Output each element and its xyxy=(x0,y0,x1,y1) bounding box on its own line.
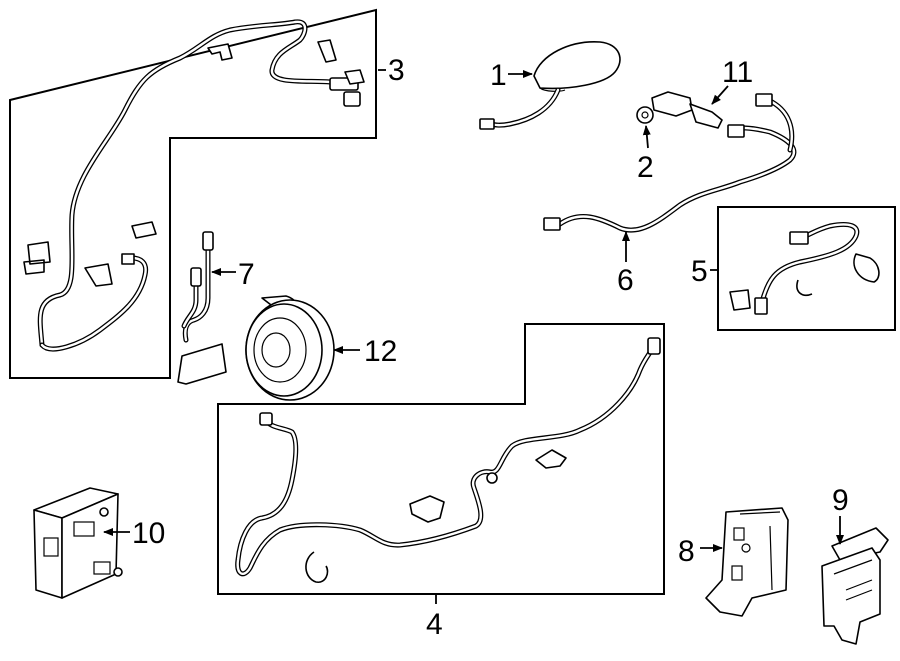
callout-8: 8 xyxy=(678,535,695,568)
part-6-connector-a xyxy=(543,217,561,231)
part-4-box xyxy=(217,323,665,595)
part-3-clip-c xyxy=(344,69,365,85)
part-2-nut-body xyxy=(636,106,654,124)
part-7-connector-a xyxy=(202,231,214,251)
callout-10: 10 xyxy=(132,517,165,550)
part-1-antenna: 1 xyxy=(479,41,621,130)
part-5-connector-a xyxy=(789,231,809,245)
callout-3: 3 xyxy=(388,54,405,87)
callout-12: 12 xyxy=(364,335,397,368)
part-3-box xyxy=(9,8,377,379)
part-4-clip-a xyxy=(409,495,445,523)
part-5-clip-a xyxy=(729,289,751,311)
part-12-speaker: 12 xyxy=(245,295,397,401)
part-8-body xyxy=(705,507,789,617)
part-3-clip-e xyxy=(84,263,113,287)
part-8-bracket-module: 8 xyxy=(678,507,789,617)
part-3-clip-g xyxy=(121,253,135,265)
part-7-cable: 7 xyxy=(177,231,255,385)
part-3-clip-d xyxy=(23,241,51,275)
part-11-module: 11 xyxy=(651,56,753,129)
part-7-bracket xyxy=(177,343,227,385)
part-1-connector xyxy=(479,118,495,130)
part-6-cable: 6 xyxy=(543,93,797,297)
part-5-clip-b xyxy=(796,279,813,296)
part-4-connector-b xyxy=(259,412,273,426)
part-6-connector-b xyxy=(727,124,745,138)
callout-9: 9 xyxy=(832,484,849,517)
callout-1: 1 xyxy=(490,59,507,92)
part-3-clip-a xyxy=(207,43,233,61)
part-1-antenna-body xyxy=(533,41,621,90)
part-2-nut: 2 xyxy=(636,106,654,184)
part-3-clip-f xyxy=(131,221,157,239)
part-9-body xyxy=(821,547,881,645)
part-5-cable-group: 5 xyxy=(691,206,896,331)
part-4-harness-group: 4 xyxy=(217,323,665,641)
part-7-connector-b xyxy=(190,267,202,287)
part-5-clip-c xyxy=(853,253,880,283)
part-9-bracket-module: 9 xyxy=(821,484,889,645)
part-4-connector-a xyxy=(647,337,661,355)
part-3-harness-group: 3 xyxy=(9,8,405,379)
part-4-clip-b xyxy=(535,449,567,469)
callout-4: 4 xyxy=(426,608,443,641)
part-6-connector-c xyxy=(755,93,773,107)
part-5-box xyxy=(717,206,896,331)
part-3-clip-b xyxy=(317,39,337,63)
callout-2: 2 xyxy=(637,151,654,184)
callout-7: 7 xyxy=(238,258,255,291)
part-4-clip-c xyxy=(305,551,329,583)
part-11-module-body xyxy=(651,91,693,117)
callout-6: 6 xyxy=(617,264,634,297)
part-10-module: 10 xyxy=(33,487,165,599)
callout-11: 11 xyxy=(722,56,753,89)
part-3-connector-b xyxy=(343,91,361,107)
part-5-connector-b xyxy=(754,297,768,315)
callout-5: 5 xyxy=(691,255,708,288)
